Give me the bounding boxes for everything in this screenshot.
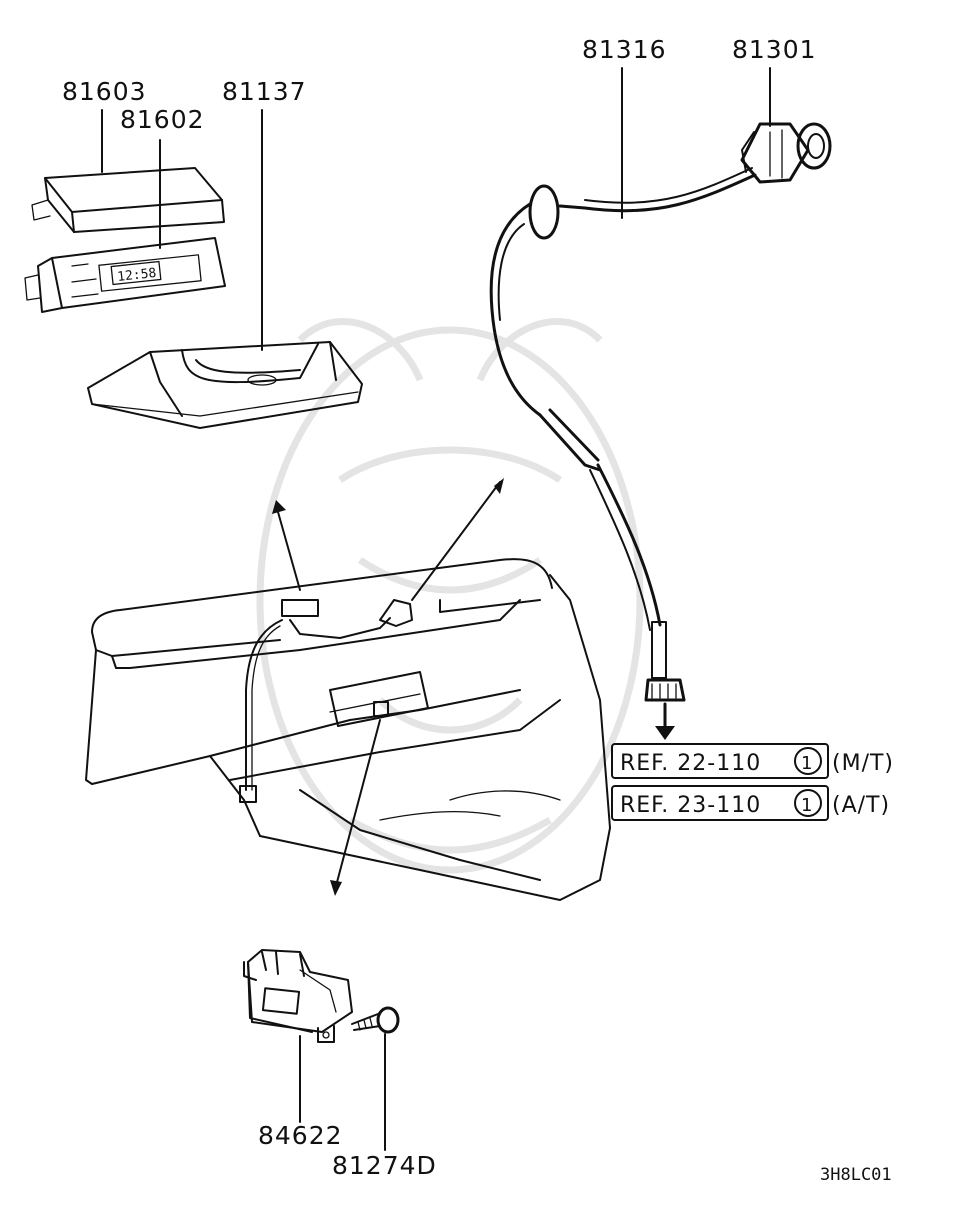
clock-display-text: 12:58 [117, 266, 157, 285]
part-label-81603: 81603 [62, 77, 147, 106]
screw-part [351, 1006, 400, 1034]
clock-unit-part: 12:58 [24, 237, 226, 313]
part-label-84622: 84622 [258, 1121, 343, 1150]
reference-at-suffix: (A/T) [832, 793, 890, 818]
reference-at: REF. 23-110 1 (A/T) [611, 785, 890, 821]
reference-mt-suffix: (M/T) [832, 751, 894, 776]
part-label-81274d: 81274D [332, 1151, 437, 1180]
reference-at-text: REF. 23-110 [620, 793, 761, 818]
watermark-emblem [256, 318, 644, 874]
part-label-81602: 81602 [120, 105, 205, 134]
speedometer-cable-part [489, 167, 757, 702]
clock-bezel-part [87, 341, 363, 429]
clock-cover-part [31, 167, 225, 233]
cable-grommet-part [740, 122, 832, 184]
reference-at-circled-number: 1 [801, 795, 813, 816]
reference-mt-text: REF. 22-110 [620, 751, 761, 776]
diagram-code: 3H8LC01 [820, 1165, 892, 1185]
reference-mt-circled-number: 1 [801, 753, 813, 774]
control-unit-part [243, 949, 353, 1043]
instrument-panel-illustration [85, 478, 611, 901]
part-label-81301: 81301 [732, 35, 817, 64]
reference-mt: REF. 22-110 1 (M/T) [611, 743, 894, 779]
part-label-81316: 81316 [582, 35, 667, 64]
part-label-81137: 81137 [222, 77, 307, 106]
label-leaders [101, 67, 771, 1151]
reference-arrow [655, 702, 675, 740]
